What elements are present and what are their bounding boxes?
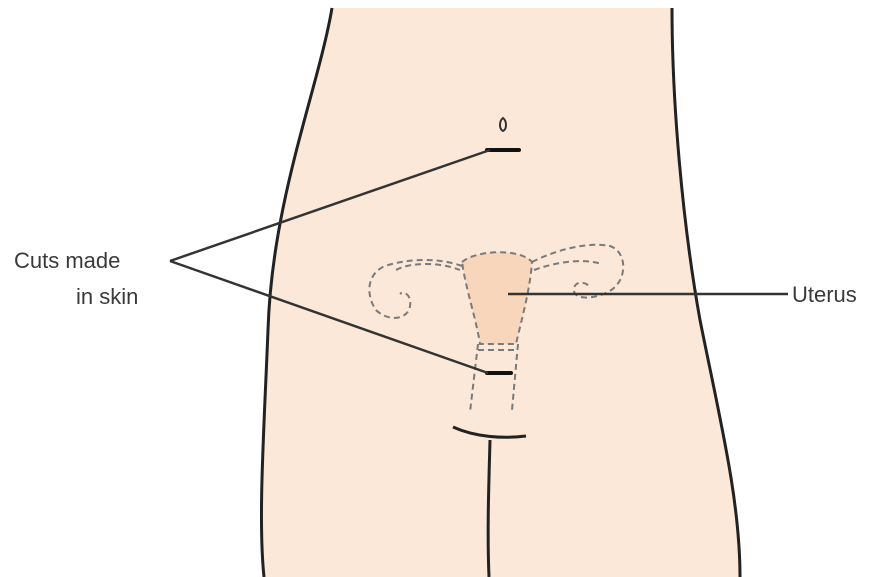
label-cuts-made-line2: in skin (76, 284, 138, 309)
label-cuts-made-line1: Cuts made (14, 248, 120, 273)
label-uterus: Uterus (792, 282, 857, 307)
groin-midline (488, 440, 490, 577)
